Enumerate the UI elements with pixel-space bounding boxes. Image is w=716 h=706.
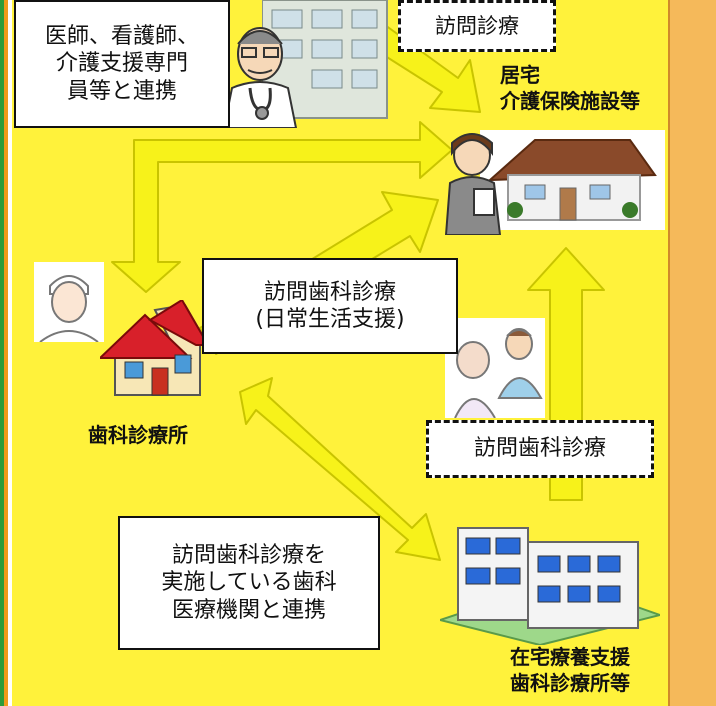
box-collaboration-medical-text: 医師、看護師、 介護支援専門 員等と連携 (44, 23, 199, 104)
doctor-icon (222, 27, 298, 128)
left-stripe-orange (4, 0, 8, 706)
box-home-dental-dashed: 訪問歯科診療 (426, 420, 654, 478)
arrow-clinic-support-double (239, 377, 441, 561)
right-strip (668, 0, 716, 706)
dentist-icon (34, 262, 104, 342)
box-home-dental-support: 訪問歯科診療 (日常生活支援) (202, 258, 458, 354)
hospital-building-icon (262, 0, 388, 119)
left-stripe-green (0, 0, 4, 706)
care-worker-icon (444, 133, 502, 235)
label-home-care-support-clinic: 在宅療養支援 歯科診療所等 (510, 645, 630, 695)
house-icon (480, 130, 665, 230)
box-home-dental-support-text: 訪問歯科診療 (日常生活支援) (255, 279, 405, 333)
label-home-care-facility: 居宅 介護保険施設等 (500, 63, 640, 113)
box-collaboration-medical: 医師、看護師、 介護支援専門 員等と連携 (14, 0, 230, 128)
arrow-hospital-to-home (359, 24, 481, 113)
dental-clinic-house-icon (100, 300, 210, 396)
box-home-visit: 訪問診療 (398, 0, 556, 52)
box-collaboration-dental-text: 訪問歯科診療を 実施している歯科 医療機関と連携 (161, 542, 337, 623)
label-dental-clinic: 歯科診療所 (88, 423, 188, 447)
clinic-building-icon (440, 527, 660, 645)
left-stripe-white (8, 0, 12, 706)
box-home-dental-dashed-text: 訪問歯科診療 (473, 436, 606, 462)
box-home-visit-text: 訪問診療 (435, 13, 519, 38)
elderly-care-icon (445, 318, 545, 418)
box-collaboration-dental: 訪問歯科診療を 実施している歯科 医療機関と連携 (118, 516, 380, 650)
